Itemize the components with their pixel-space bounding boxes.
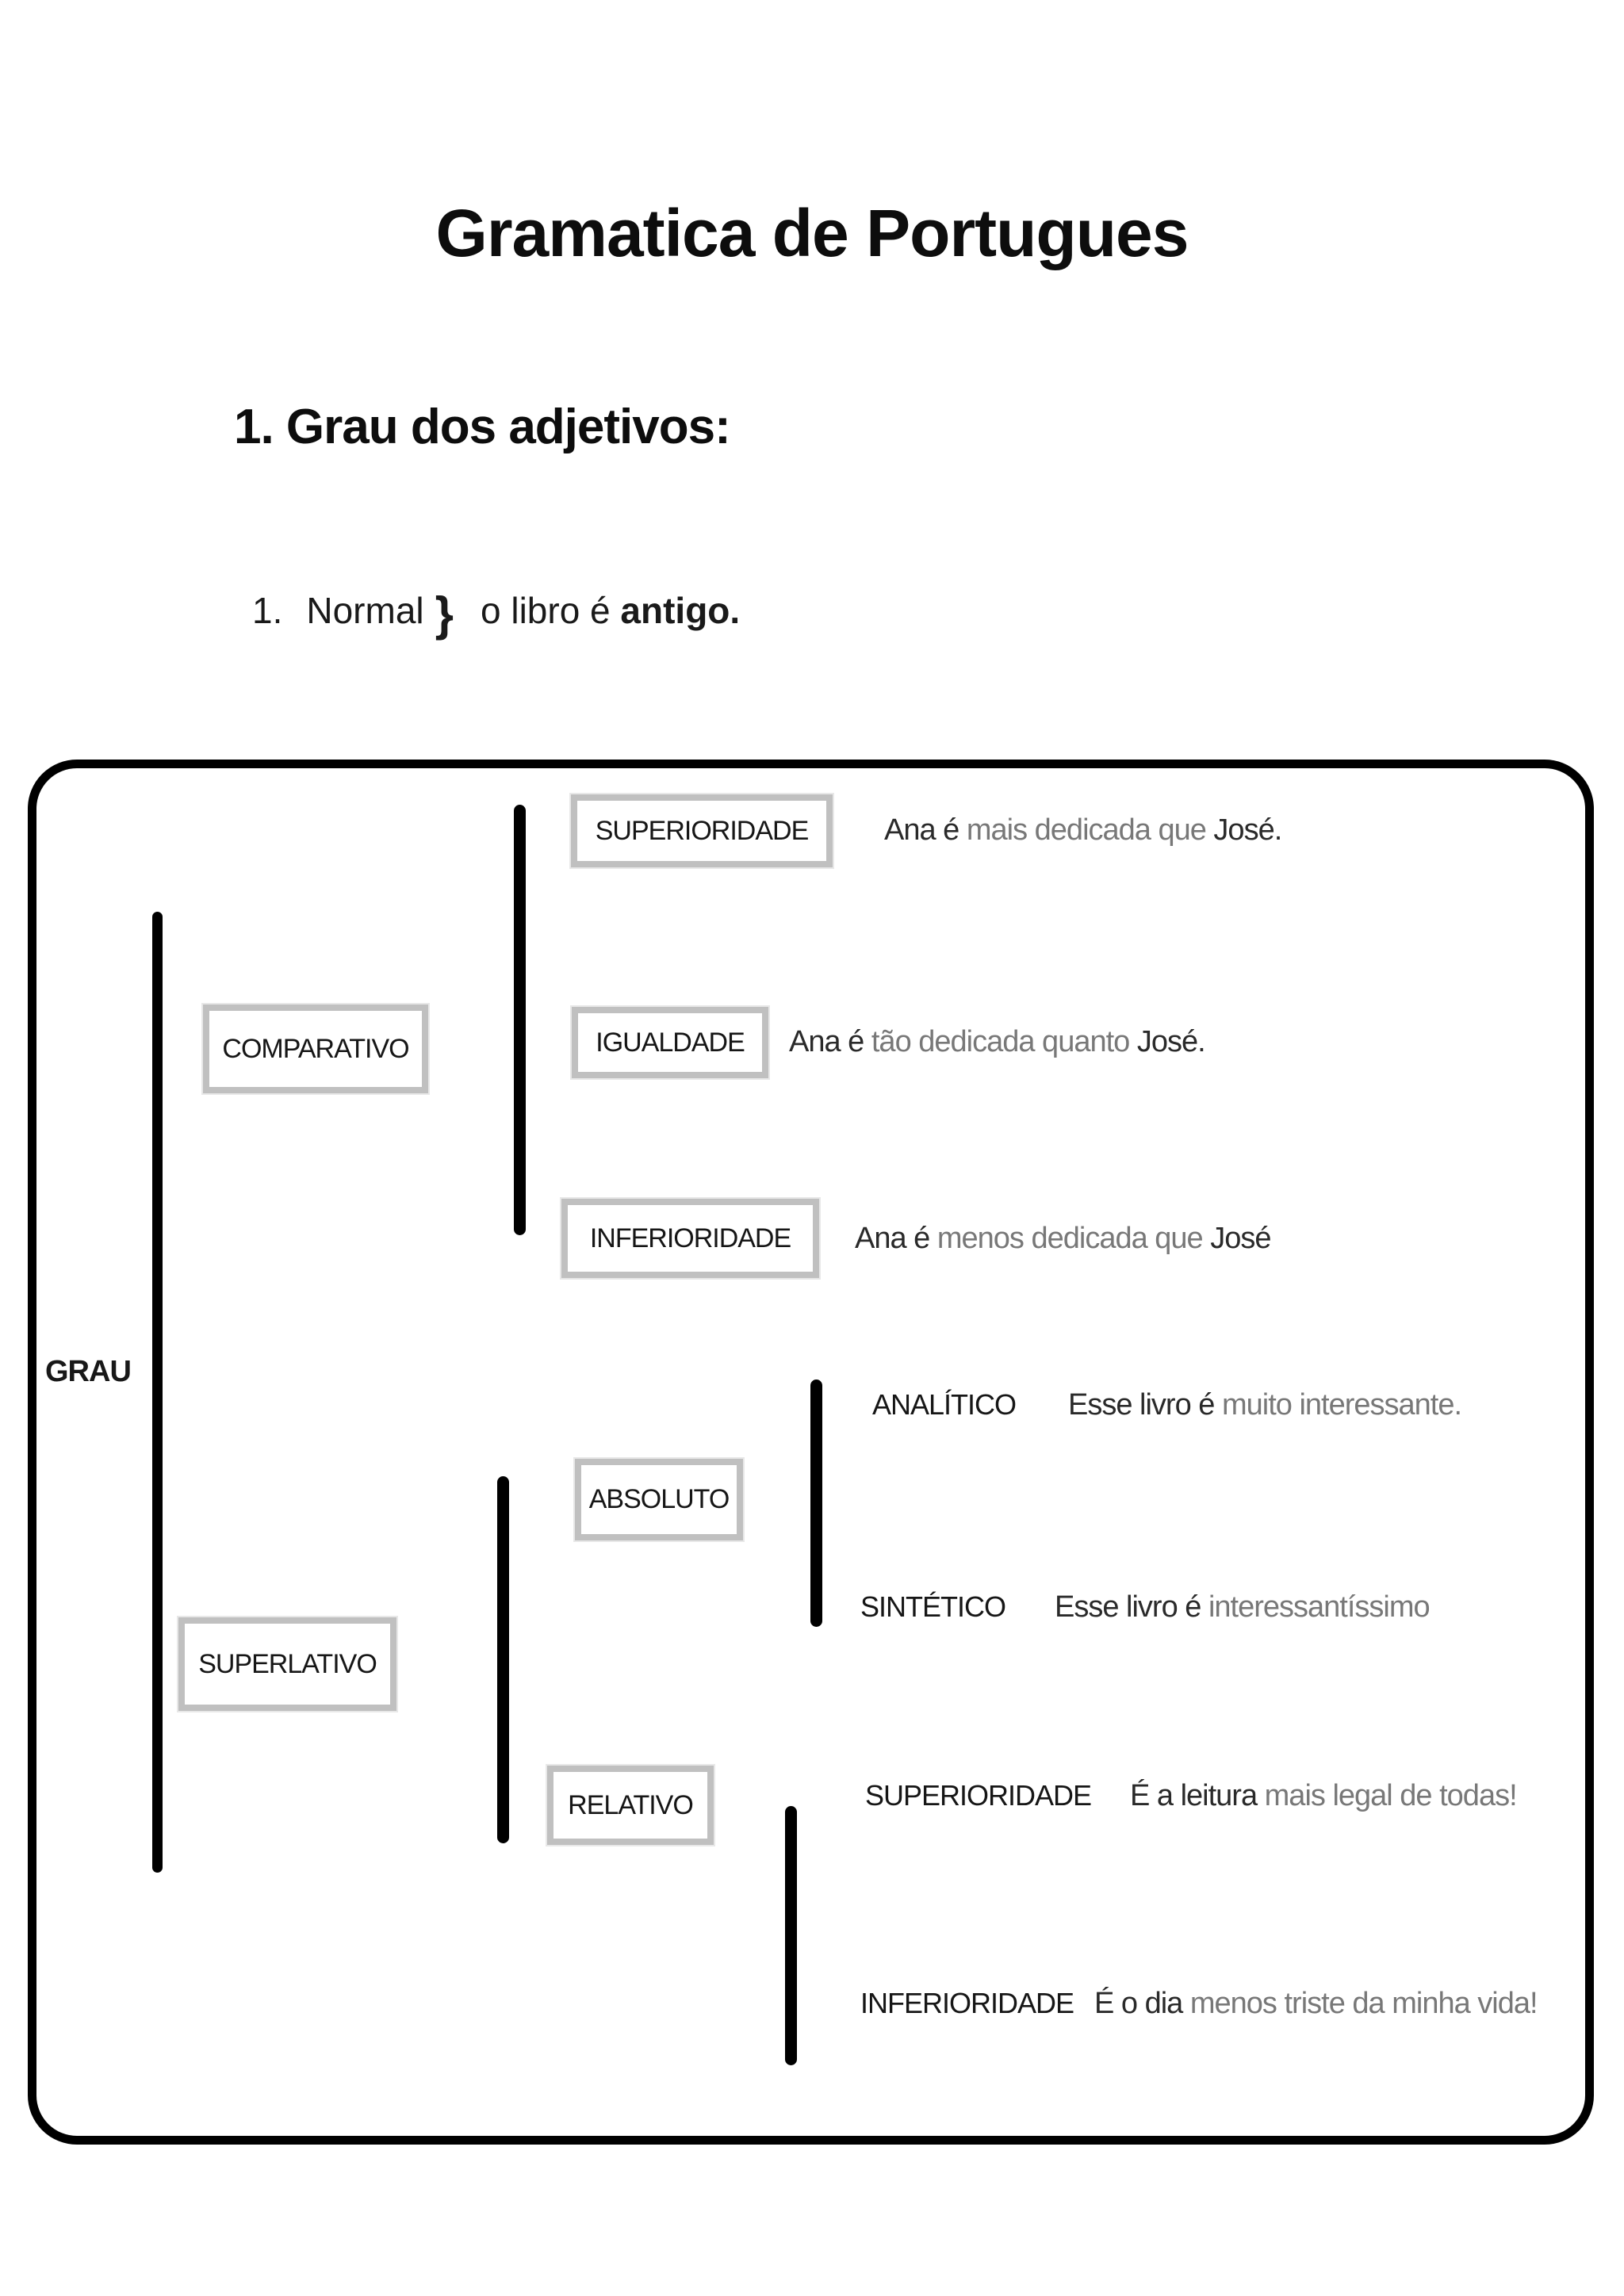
example-inferioridade: Ana é menos dedicada que José xyxy=(855,1221,1272,1257)
node-box-superioridade: SUPERIORIDADE xyxy=(571,794,833,867)
list-item-text: o libro é xyxy=(480,590,611,631)
grau-diagram-frame: GRAU COMPARATIVO SUPERLATIVO SUPERIORIDA… xyxy=(28,760,1594,2145)
list-item-word: Normal xyxy=(306,590,424,631)
brace-glyph: } xyxy=(435,587,454,641)
example-text: É o dia xyxy=(1094,1987,1190,2020)
example-highlight: menos dedicada que xyxy=(936,1222,1204,1255)
list-item-text-bold: antigo. xyxy=(620,590,741,631)
list-item: 1.Normal}o libro é antigo. xyxy=(252,591,740,638)
example-highlight: tão dedicada quanto xyxy=(871,1025,1130,1058)
example-analitico: Esse livro é muito interessante. xyxy=(1068,1387,1462,1424)
example-highlight: mais legal de todas! xyxy=(1264,1779,1518,1812)
example-text: Esse livro é xyxy=(1068,1388,1222,1422)
example-highlight: interessantíssimo xyxy=(1208,1590,1431,1624)
connector-line-comparativo xyxy=(514,805,526,1235)
example-text: Ana é xyxy=(789,1025,871,1058)
section-heading: 1. Grau dos adjetivos: xyxy=(234,400,731,454)
node-label-analitico: ANALÍTICO xyxy=(872,1388,1017,1421)
node-box-inferioridade: INFERIORIDADE xyxy=(561,1199,819,1278)
diagram-root-label: GRAU xyxy=(45,1355,132,1388)
node-box-superlativo: SUPERLATIVO xyxy=(178,1617,396,1711)
example-igualdade: Ana é tão dedicada quanto José. xyxy=(789,1024,1206,1061)
connector-line-relativo xyxy=(785,1806,797,2065)
example-highlight: menos triste da minha vida! xyxy=(1189,1987,1538,2020)
list-item-number: 1. xyxy=(252,590,283,631)
example-superioridade-relativo: É a leitura mais legal de todas! xyxy=(1130,1778,1518,1815)
example-inferioridade-relativo: É o dia menos triste da minha vida! xyxy=(1094,1986,1538,2022)
connector-line-grau xyxy=(152,912,163,1873)
node-label-superioridade-relativo: SUPERIORIDADE xyxy=(865,1779,1092,1812)
connector-line-superlativo xyxy=(497,1476,509,1843)
node-label-sintetico: SINTÉTICO xyxy=(860,1590,1006,1623)
page-title: Gramatica de Portugues xyxy=(435,196,1189,270)
example-superioridade: Ana é mais dedicada que José. xyxy=(884,813,1282,849)
example-text-end: José. xyxy=(1205,813,1282,847)
example-text-end: José xyxy=(1202,1222,1271,1255)
node-box-comparativo: COMPARATIVO xyxy=(203,1004,428,1093)
example-highlight: muito interessante. xyxy=(1221,1388,1462,1422)
node-box-igualdade: IGUALDADE xyxy=(572,1007,768,1078)
example-text: É a leitura xyxy=(1130,1779,1265,1812)
example-text: Ana é xyxy=(855,1222,937,1255)
example-text: Esse livro é xyxy=(1055,1590,1208,1624)
connector-line-absoluto xyxy=(810,1380,822,1627)
example-text: Ana é xyxy=(884,813,967,847)
example-sintetico: Esse livro é interessantíssimo xyxy=(1055,1590,1431,1626)
node-box-absoluto: ABSOLUTO xyxy=(575,1459,743,1540)
node-box-relativo: RELATIVO xyxy=(547,1766,714,1845)
example-highlight: mais dedicada que xyxy=(966,813,1207,847)
example-text-end: José. xyxy=(1129,1025,1206,1058)
node-label-inferioridade-relativo: INFERIORIDADE xyxy=(860,1987,1074,2019)
